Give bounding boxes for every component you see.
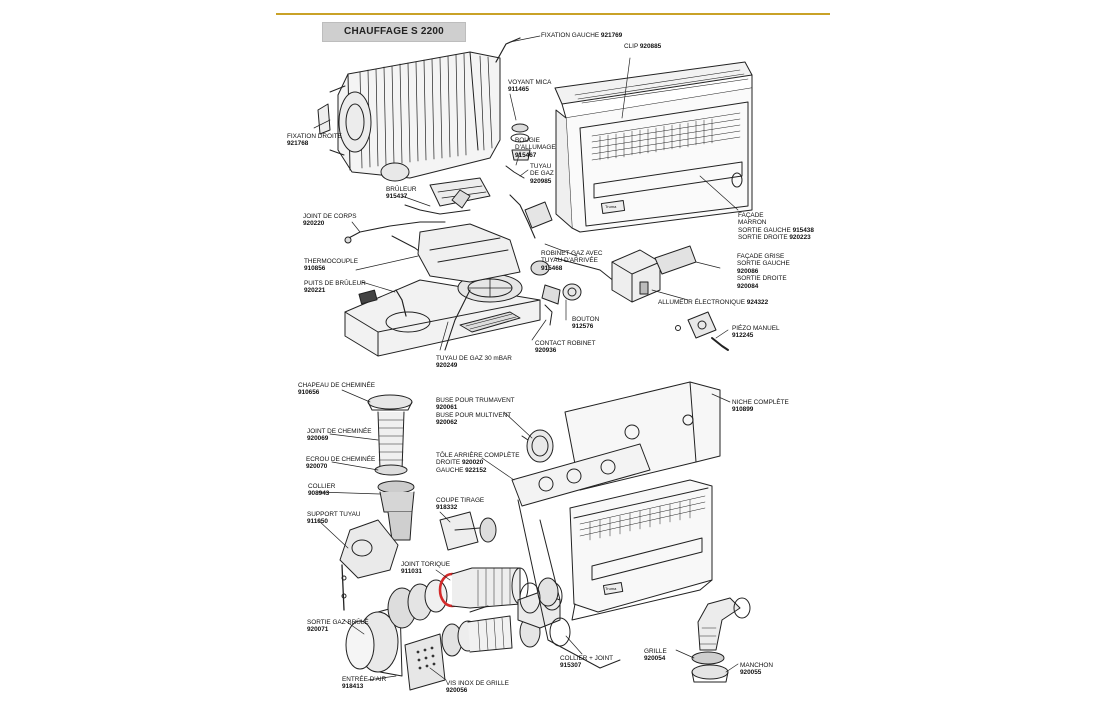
nameplate-top: Truma [605,204,617,209]
electronic-igniter [611,245,697,303]
burner-tray [344,223,541,357]
label-facade-grise: FAÇADE GRISE SORTIE GAUCHE 920086 SORTIE… [737,253,790,290]
header-rule [276,13,830,15]
label-facade-marron: FAÇADE MARRON SORTIE GAUCHE 915438 SORTI… [738,212,814,242]
label-clip: CLIP 920885 [624,43,662,50]
title-banner: CHAUFFAGE S 2200 [322,22,466,42]
heat-exchanger [317,37,521,182]
nameplate-bottom: Truma [605,586,617,591]
burner-assembly [344,123,536,259]
label-fixation-gauche: FIXATION GAUCHE 921769 [541,32,623,39]
diagram-title: CHAUFFAGE S 2200 [344,26,444,37]
air-inlet-group [345,581,571,691]
label-allumeur-electronique: ALLUMEUR ÉLECTRONIQUE 924322 [658,299,769,306]
trumavent-nozzle [521,429,554,463]
gas-valve [524,201,616,326]
coupe-tirage-part [439,511,497,551]
leader-lines [313,35,739,681]
front-casing [554,61,753,233]
heater-niche [511,381,721,669]
outlet-elbow [691,597,751,683]
label-tole-arriere: TÔLE ARRIÈRE COMPLÈTE DROITE 920020 GAUC… [436,452,520,474]
heater-body-bottom [569,479,713,621]
manual-piezo [675,311,729,351]
chimney-assembly [339,394,415,611]
collier-joint-part [519,577,559,614]
